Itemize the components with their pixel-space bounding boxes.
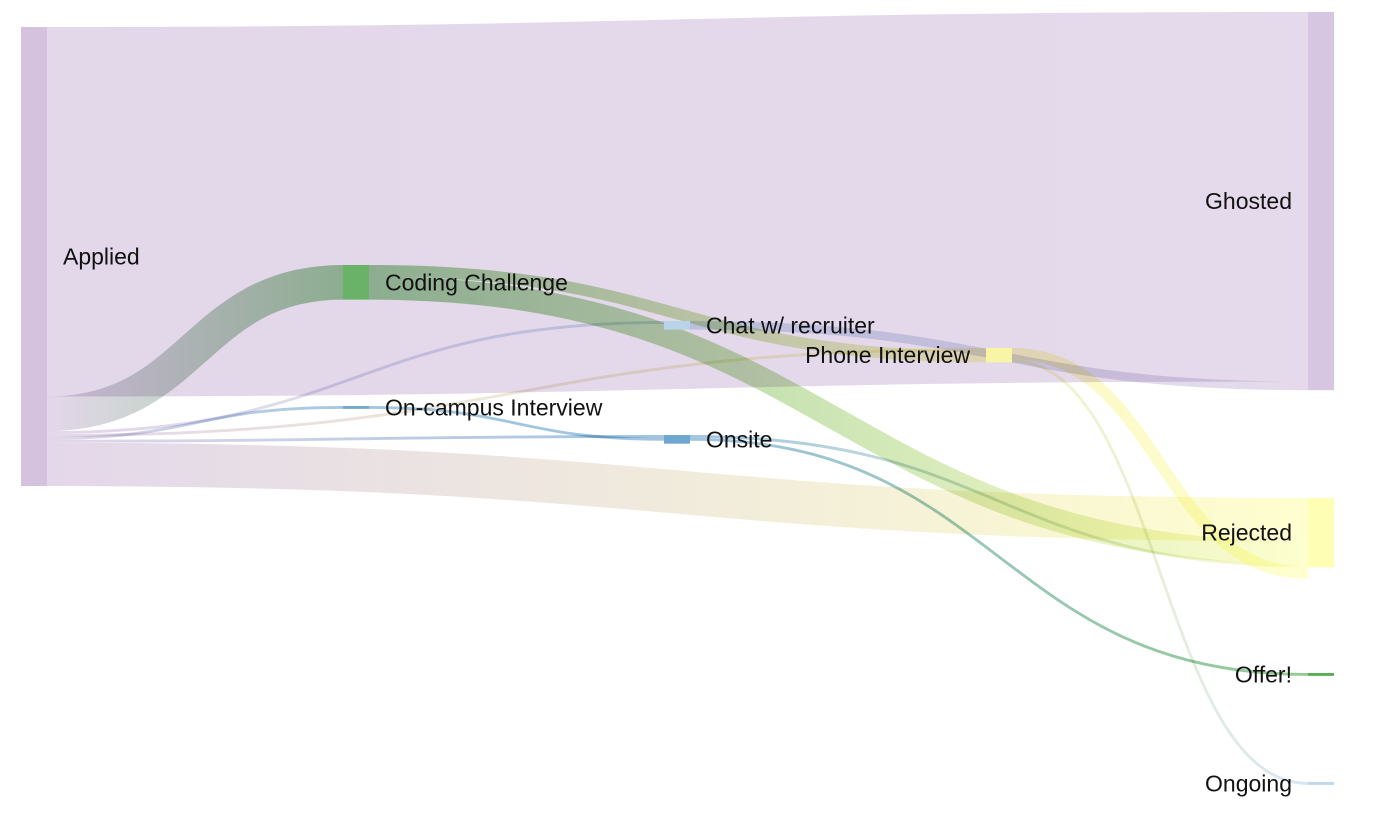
node-offer [1308, 673, 1334, 676]
link-applied-to-onsite [46, 435, 665, 443]
node-label-phone: Phone Interview [805, 342, 970, 368]
link-phone-to-ongoing [1011, 359, 1309, 785]
node-label-ghosted: Ghosted [1205, 188, 1292, 214]
node-label-onsite: Onsite [706, 426, 772, 452]
link-applied-to-rejected [46, 442, 1309, 542]
link-oncampus-to-onsite [368, 406, 665, 441]
node-label-oncampus: On-campus Interview [385, 394, 603, 420]
node-phone [986, 348, 1012, 363]
link-onsite-to-rejected [689, 435, 1309, 568]
node-coding [343, 265, 369, 300]
node-rejected [1308, 498, 1334, 568]
link-coding-to-phone [368, 265, 987, 363]
node-label-offer: Offer! [1235, 661, 1292, 687]
node-label-chat: Chat w/ recruiter [706, 312, 875, 338]
node-oncampus [343, 406, 369, 409]
link-applied-to-coding [46, 265, 344, 432]
node-label-rejected: Rejected [1201, 520, 1292, 546]
link-applied-to-chat [46, 321, 665, 435]
node-onsite [664, 435, 690, 444]
link-applied-to-ghosted [46, 12, 1309, 397]
link-coding-to-rejected [368, 276, 1309, 565]
nodes-layer [21, 12, 1334, 785]
links-layer [46, 12, 1309, 785]
link-applied-to-phone [46, 348, 987, 437]
node-label-ongoing: Ongoing [1205, 770, 1292, 796]
node-ongoing [1308, 782, 1334, 785]
link-phone-to-rejected [1011, 348, 1309, 579]
node-ghosted [1308, 12, 1334, 391]
node-chat [664, 321, 690, 330]
node-label-coding: Coding Challenge [385, 269, 568, 295]
node-label-applied: Applied [63, 244, 140, 270]
link-applied-to-oncampus [46, 406, 344, 440]
node-applied [21, 27, 47, 487]
